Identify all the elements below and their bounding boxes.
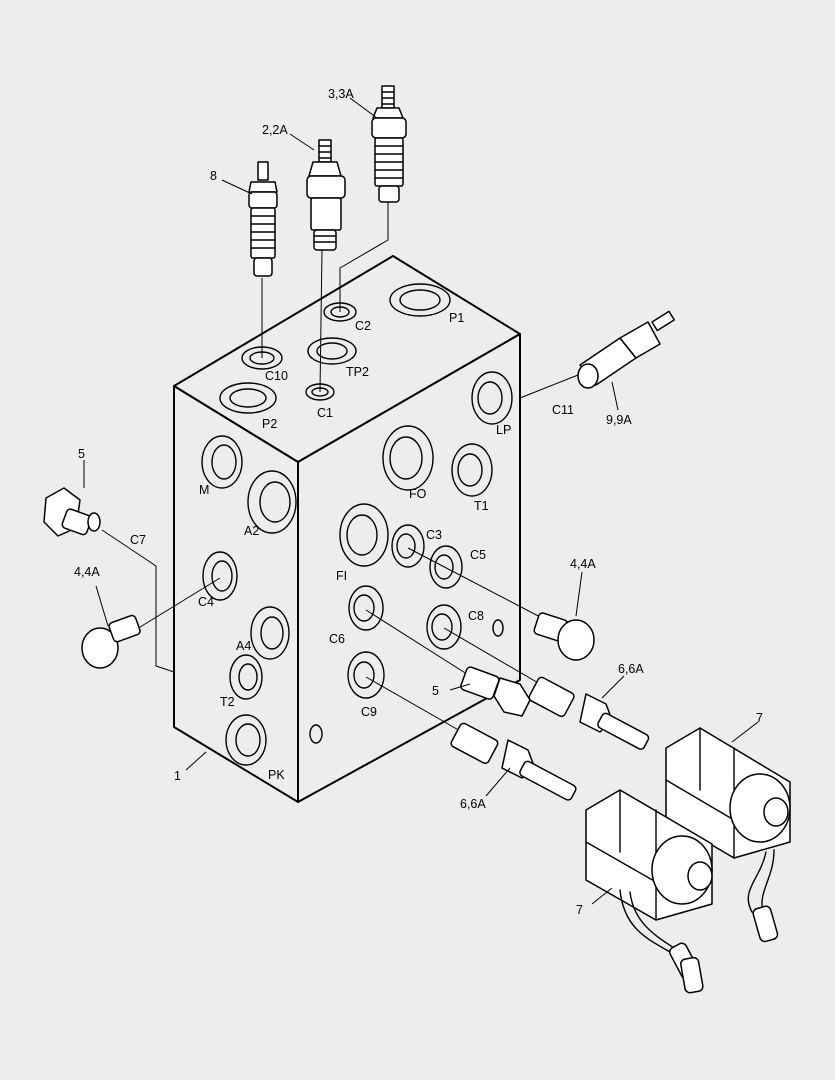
callout-item-7-upper: 7 [756, 711, 763, 725]
callout-item-6-upper: 6,6A [618, 662, 644, 676]
port-c8-inner [431, 613, 453, 641]
label-c9: C9 [361, 705, 377, 719]
port-c9-inner [353, 661, 375, 689]
callout-item-9: 9,9A [606, 413, 632, 427]
cartridge-6-lower [450, 722, 577, 801]
port-tp2-inner [316, 342, 348, 360]
label-fo: FO [409, 487, 427, 501]
label-c2: C2 [355, 319, 371, 333]
callout-item-4-left: 4,4A [74, 565, 100, 579]
label-tp2: TP2 [346, 365, 369, 379]
callout-item-2: 2,2A [262, 123, 288, 137]
label-pk: PK [268, 768, 285, 782]
port-t1-inner [457, 453, 483, 487]
port-lp-inner [477, 381, 503, 415]
label-c10: C10 [265, 369, 288, 383]
callout-item-5-left: 5 [78, 447, 85, 461]
label-fi: FI [336, 569, 347, 583]
callout-item-4-right: 4,4A [570, 557, 596, 571]
callout-leaders [83, 97, 759, 905]
port-t2-inner [238, 663, 258, 691]
callout-item-3: 3,3A [328, 87, 354, 101]
port-a2-inner [259, 481, 291, 523]
solenoid-coil-7-upper [665, 727, 791, 943]
solenoid-coil-7-lower [585, 789, 713, 994]
label-p1: P1 [449, 311, 464, 325]
plug-4-right [533, 612, 595, 661]
port-c4-inner [211, 560, 233, 592]
cartridge-2 [306, 139, 346, 251]
port-c3-inner [396, 533, 416, 559]
label-t2: T2 [220, 695, 235, 709]
callout-labels: 3,3A 2,2A 8 9,9A 5 4,4A 4,4A 6,6A 5 7 1 … [74, 87, 763, 917]
label-t1: T1 [474, 499, 489, 513]
callout-item-1: 1 [174, 769, 181, 783]
callout-item-5-right: 5 [432, 684, 439, 698]
label-c1: C1 [317, 406, 333, 420]
cartridge-9 [577, 310, 676, 389]
label-m: M [199, 483, 209, 497]
callout-item-6-lower: 6,6A [460, 797, 486, 811]
port-pk-inner [235, 723, 261, 757]
callout-item-8: 8 [210, 169, 217, 183]
callout-item-7-lower: 7 [576, 903, 583, 917]
cartridge-8 [248, 161, 278, 277]
port-fi-inner [346, 514, 378, 556]
plug-5-right [460, 666, 531, 717]
label-a4: A4 [236, 639, 251, 653]
plug-4-left [81, 614, 141, 669]
port-p2-inner [229, 388, 267, 408]
plug-5-left [43, 487, 101, 537]
label-c4: C4 [198, 595, 214, 609]
label-c7: C7 [130, 533, 146, 547]
label-lp: LP [496, 423, 511, 437]
left-face-ports [201, 435, 323, 766]
right-face-ports [339, 371, 513, 699]
label-c3: C3 [426, 528, 442, 542]
cartridge-6-upper [528, 676, 650, 750]
label-c6: C6 [329, 632, 345, 646]
port-p1-inner [399, 289, 441, 311]
port-labels: P1 C2 TP2 C10 C1 P2 LP C11 M FO T1 A2 FI… [130, 311, 574, 782]
small-hole-right [492, 619, 504, 637]
label-c8: C8 [468, 609, 484, 623]
cartridge-3 [371, 85, 407, 203]
port-m-inner [211, 444, 237, 480]
port-a4-inner [260, 616, 284, 650]
label-c11: C11 [552, 403, 574, 417]
assembly-lines [101, 202, 579, 733]
port-c6-inner [353, 594, 375, 622]
label-a2: A2 [244, 524, 259, 538]
label-p2: P2 [262, 417, 277, 431]
port-fo-inner [389, 436, 423, 480]
label-c5: C5 [470, 548, 486, 562]
small-hole-left [309, 724, 323, 744]
